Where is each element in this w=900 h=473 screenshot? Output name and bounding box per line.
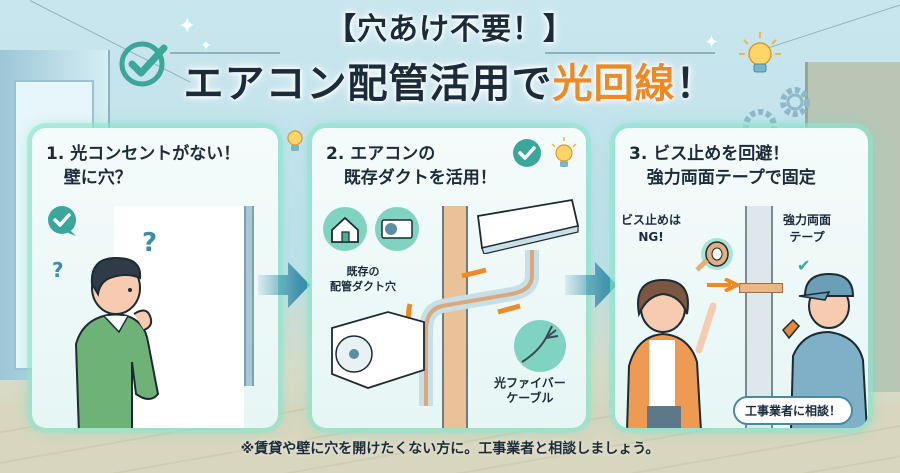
fiber-cable-closeup-icon [514,320,566,372]
sparkle-icon: ✦ [178,14,197,39]
check-icon: ✔ [797,256,811,275]
title-line1: 【穴あけ不要！】 [326,12,574,47]
title-accent: 光回線 [552,61,676,107]
outdoor-ac-unit [331,311,425,389]
drill-icon [782,318,801,340]
step-3-title: 3. ビス止めを回避！ 強力両面テープで固定 [629,144,816,188]
wall-column [442,206,468,428]
step-panel-1: 1. 光コンセントがない！ 壁に穴？ ? ? [32,128,278,428]
lightbulb-icon [551,137,577,167]
duct-hole-label: 既存の 配管ダクト穴 [330,265,396,293]
door-frame [745,206,773,428]
wall-edge [244,206,254,386]
double-tape-label: 強力両面 テープ [783,213,832,244]
lightbulb-icon [287,130,303,151]
fiber-cable-label: 光ファイバー ケーブル [494,376,566,405]
gear-icon [780,87,810,117]
title-exclaim: ！ [675,61,717,107]
woman-illustration [626,278,717,428]
page-title: 【穴あけ不要！】 エアコン配管活用で光回線！ [0,10,900,112]
title-rule-left [170,52,280,54]
question-mark-icon: ? [52,258,64,282]
tape-roll-icon [695,238,733,272]
no-screws-label: ビス止めは NG! [621,213,682,244]
footer-note: ※賃貸や壁に穴を開けたくない方に。工事業者と相談しましょう。 [240,441,660,457]
gear-icon [743,109,777,130]
pointing-arrow-icon [707,278,741,292]
sparkle-icon: ✦ [200,38,212,54]
check-circle-icon [119,41,168,87]
outdoor-unit-icon [375,207,419,251]
title-line2: エアコン配管活用で光回線！ [0,56,900,112]
step-1-title: 1. 光コンセントがない！ 壁に穴？ [46,144,241,188]
piping-route [405,250,539,406]
house-icon [323,207,367,251]
consult-contractor-bubble: 工事業者に相談！ [733,396,854,425]
step-panel-3: 3. ビス止めを回避！ 強力両面テープで固定 ビス止めは NG! 強力両面 テー… [615,128,868,428]
check-circle-icon [513,139,541,167]
tape-strip [739,283,783,293]
lightbulb-icon [739,32,781,73]
check-bubble-icon [48,206,76,236]
title-rule-right [545,52,715,54]
title-main: エアコン配管活用で [183,61,553,107]
next-step-arrow [565,262,617,308]
thinking-man-illustration [74,256,160,428]
step-panel-2: 2. エアコンの 既存ダクトを活用！ 既存の 配管ダクト穴 [312,128,586,428]
next-step-arrow [258,262,310,308]
question-mark-icon: ? [142,228,158,258]
step-2-title: 2. エアコンの 既存ダクトを活用！ [326,144,497,188]
sparkle-icon: ✦ [704,32,720,53]
indoor-ac-unit [477,198,580,254]
